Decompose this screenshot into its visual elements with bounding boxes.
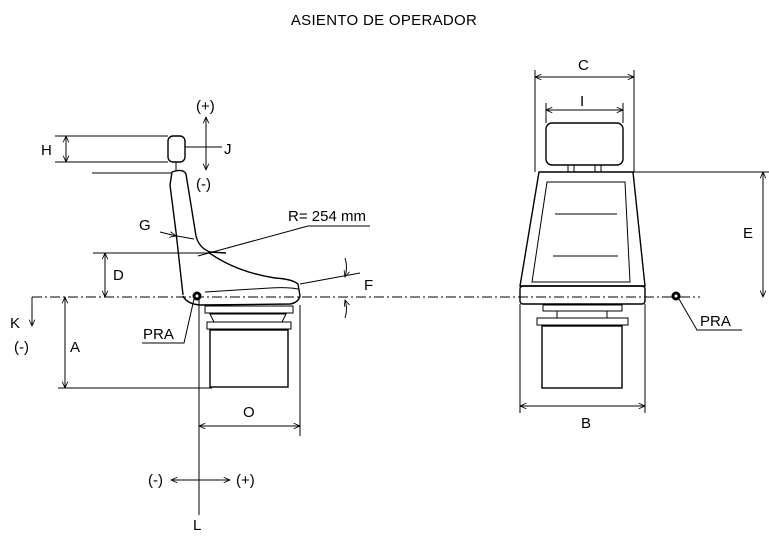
dimension-b: B	[520, 304, 645, 432]
label-c: C	[578, 57, 589, 74]
radius-annotation: R= 254 mm	[197, 208, 370, 257]
dimension-i: I	[546, 93, 623, 123]
label-h: H	[41, 142, 52, 159]
cushion-seam	[204, 287, 299, 293]
pra-label-side: PRA	[143, 326, 174, 343]
label-g: G	[139, 217, 151, 234]
side-backrest-rear	[169, 171, 184, 296]
label-k: K	[10, 315, 20, 332]
dimension-d: D	[93, 253, 208, 297]
side-backrest-front	[171, 169, 227, 254]
label-o: O	[243, 404, 255, 421]
label-minus-bottom: (-)	[148, 472, 163, 489]
front-backrest-inner	[531, 181, 631, 283]
side-base-plate	[206, 321, 292, 330]
front-backrest	[519, 171, 646, 287]
diagram-title: ASIENTO DE OPERADOR	[291, 12, 477, 29]
side-base-box	[209, 329, 289, 388]
front-base-box	[541, 325, 623, 389]
side-suspension	[209, 313, 287, 323]
side-headrest	[167, 135, 186, 163]
side-cushion	[182, 251, 301, 306]
label-minus-top: (-)	[196, 176, 211, 193]
front-headrest	[545, 122, 624, 166]
dimension-a: A	[58, 297, 212, 388]
dimension-k: K (-)	[10, 297, 32, 356]
dimension-e: E	[633, 172, 769, 297]
label-a: A	[70, 339, 80, 356]
side-seat-plate	[204, 305, 294, 314]
label-b: B	[581, 415, 591, 432]
label-plus-top: (+)	[196, 98, 215, 115]
label-j: J	[224, 141, 232, 158]
front-cushion	[519, 285, 646, 305]
label-minus-k: (-)	[14, 339, 29, 356]
pra-leader-side	[142, 298, 195, 344]
front-view: PRA	[519, 122, 742, 389]
pra-leader-front	[678, 298, 742, 331]
dimension-f: F	[299, 257, 373, 319]
label-i: I	[580, 93, 584, 110]
pra-label-front: PRA	[700, 313, 731, 330]
label-f: F	[364, 277, 373, 294]
side-view: PRA	[142, 135, 301, 388]
dimension-c: C	[535, 57, 634, 172]
label-e: E	[743, 225, 753, 242]
label-plus-bottom: (+)	[236, 472, 255, 489]
label-radius: R= 254 mm	[288, 208, 366, 225]
label-l: L	[193, 517, 201, 534]
dimension-g: G	[139, 217, 195, 240]
axis-l: (-) (+) L	[148, 296, 255, 534]
label-d: D	[113, 267, 124, 284]
dimension-o: O	[199, 305, 300, 436]
dimension-h: H	[41, 136, 168, 162]
headrest-adjust-j: (+) (-) J	[185, 98, 232, 193]
front-base-plate	[536, 317, 629, 326]
